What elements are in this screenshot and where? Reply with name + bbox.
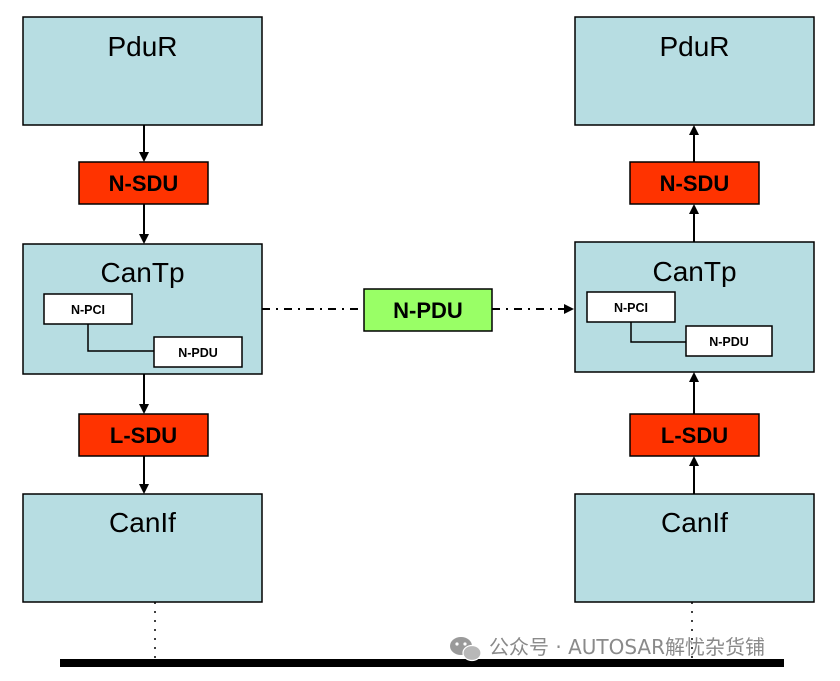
middle-transfer: N-PDU xyxy=(262,288,574,332)
left-cantp-label: CanTp xyxy=(100,257,184,288)
right-canif-box xyxy=(574,493,815,603)
left-lsdu-label: L-SDU xyxy=(110,423,177,448)
right-npdu-inner-box xyxy=(685,325,773,357)
wechat-icon xyxy=(450,637,482,662)
right-pdur-label: PduR xyxy=(659,31,729,62)
middle-npdu-box xyxy=(363,288,493,332)
right-npci-box xyxy=(586,291,676,323)
left-npci-connector xyxy=(87,324,154,352)
left-canif-box xyxy=(22,493,263,603)
left-nsdu-box xyxy=(78,161,209,205)
left-pdur-label: PduR xyxy=(107,31,177,62)
left-pdur-box xyxy=(22,16,263,126)
right-pdur-box xyxy=(574,16,815,126)
watermark: 公众号 · AUTOSAR解忧杂货铺 xyxy=(450,635,765,662)
right-npci-connector xyxy=(630,322,686,343)
left-npci-box xyxy=(43,293,133,325)
right-npci-label: N-PCI xyxy=(614,301,648,315)
right-nsdu-label: N-SDU xyxy=(660,171,730,196)
right-stack: PduR N-SDU CanTp N-PCI N-PDU L-SDU CanIf xyxy=(574,16,815,662)
middle-npdu-label: N-PDU xyxy=(393,298,463,323)
watermark-text: 公众号 · AUTOSAR解忧杂货铺 xyxy=(489,635,765,659)
left-npdu-inner-label: N-PDU xyxy=(178,346,218,360)
right-canif-label: CanIf xyxy=(661,507,728,538)
right-lsdu-box xyxy=(629,413,760,457)
left-stack: PduR N-SDU CanTp N-PCI N-PDU L-SDU CanIf xyxy=(22,16,263,662)
right-cantp-label: CanTp xyxy=(652,256,736,287)
left-npdu-inner-box xyxy=(153,336,243,368)
left-lsdu-box xyxy=(78,413,209,457)
left-nsdu-label: N-SDU xyxy=(109,171,179,196)
can-bus-line xyxy=(60,659,784,667)
left-canif-label: CanIf xyxy=(109,507,176,538)
right-lsdu-label: L-SDU xyxy=(661,423,728,448)
right-npdu-inner-label: N-PDU xyxy=(709,335,749,349)
left-npci-label: N-PCI xyxy=(71,303,105,317)
